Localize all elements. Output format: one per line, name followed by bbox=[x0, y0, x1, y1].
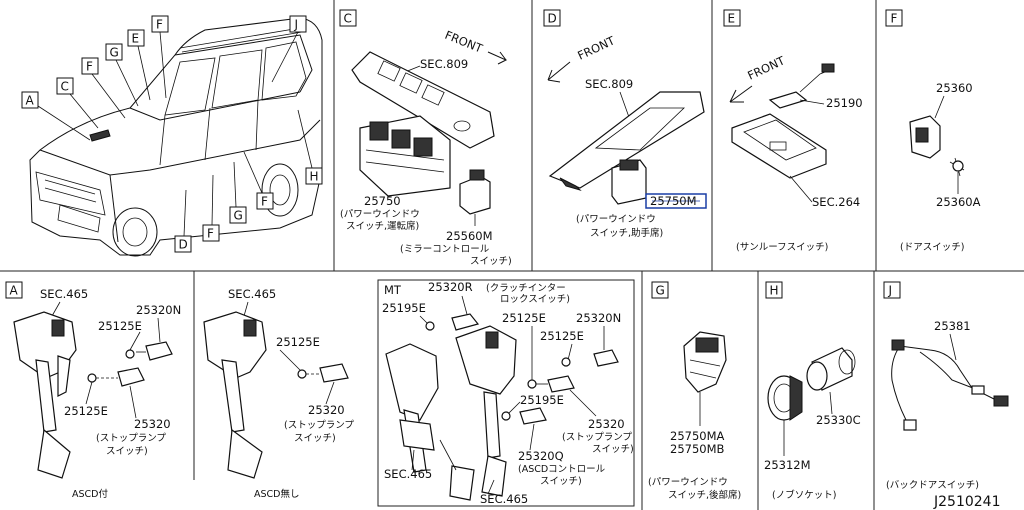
callout-h: H bbox=[310, 170, 319, 184]
part-a-mid-desc1: (ストップランプ bbox=[284, 420, 354, 431]
part-a-left-25125e-2: 25125E bbox=[64, 404, 108, 418]
panel-d: D FRONT SEC.809 25750M (パワーウインドウ スイッチ,助手… bbox=[543, 9, 707, 239]
panel-a-letter: A bbox=[10, 284, 19, 298]
panel-d-letter: D bbox=[548, 12, 557, 26]
part-25750m-desc2: スイッチ,助手席) bbox=[590, 227, 663, 239]
panel-e-letter: E bbox=[728, 12, 736, 26]
panel-e-front-label: FRONT bbox=[745, 53, 787, 83]
part-25750m: 25750M bbox=[650, 194, 697, 208]
part-25560m-desc2: スイッチ) bbox=[470, 256, 512, 267]
part-25560m-desc1: (ミラーコントロール bbox=[400, 244, 490, 255]
front-arrow-icon-d bbox=[547, 61, 571, 83]
part-mt-25320n: 25320N bbox=[576, 311, 621, 325]
panel-g-desc2: スイッチ,後部席) bbox=[668, 489, 741, 501]
panel-f: F 25360 25360A (ドアスイッチ) bbox=[885, 9, 981, 253]
panel-f-desc: (ドアスイッチ) bbox=[900, 242, 964, 253]
panel-g-letter: G bbox=[656, 284, 665, 298]
part-25750mb: 25750MB bbox=[670, 442, 725, 456]
part-25750ma: 25750MA bbox=[670, 429, 725, 443]
callout-f3: F bbox=[207, 227, 214, 241]
panel-a-left-caption: ASCD付 bbox=[72, 489, 108, 500]
panel-g-desc1: (パワーウインドウ bbox=[648, 477, 728, 488]
part-a-left-desc1: (ストップランプ bbox=[96, 433, 166, 444]
part-25360: 25360 bbox=[936, 81, 973, 95]
callout-c: C bbox=[61, 80, 69, 94]
part-25330c: 25330C bbox=[816, 413, 861, 427]
part-25312m: 25312M bbox=[764, 458, 811, 472]
callout-f4: F bbox=[261, 195, 268, 209]
part-mt-25320-desc1: (ストップランプ bbox=[562, 432, 632, 443]
part-a-mid-25125e: 25125E bbox=[276, 335, 320, 349]
callout-j: J bbox=[294, 18, 299, 32]
part-mt-25125e-2: 25125E bbox=[540, 329, 584, 343]
part-25560m: 25560M bbox=[446, 229, 493, 243]
part-mt-25125e-1: 25125E bbox=[502, 311, 546, 325]
vehicle-callouts: A C F G E F J H D F bbox=[21, 15, 323, 253]
callout-e: E bbox=[132, 32, 140, 46]
part-mt-25195e-1: 25195E bbox=[382, 301, 426, 315]
part-a-left-25320: 25320 bbox=[134, 417, 171, 431]
panel-a-left-sec: SEC.465 bbox=[40, 287, 88, 301]
panel-j-desc: (バックドアスイッチ) bbox=[886, 480, 979, 491]
panel-a-middle: SEC.465 25125E 25320 (ストップランプ スイッチ) ASCD… bbox=[203, 287, 354, 500]
part-a-mid-desc2: スイッチ) bbox=[294, 433, 336, 444]
vehicle-overview: A C F G E F J H D F bbox=[21, 15, 323, 257]
part-25320q-desc2: スイッチ) bbox=[540, 476, 582, 487]
mt-label: MT bbox=[384, 283, 402, 297]
panel-h: H 25330C 25312M (ノブソケット) bbox=[764, 281, 861, 501]
panel-g: G 25750MA 25750MB (パワーウインドウ スイッチ,後部席) bbox=[648, 281, 741, 501]
part-25360a: 25360A bbox=[936, 195, 981, 209]
panel-a-mid-caption: ASCD無し bbox=[254, 488, 299, 500]
part-25750-desc1: (パワーウインドウ bbox=[340, 209, 420, 220]
front-arrow-icon-e bbox=[729, 85, 753, 103]
callout-g: G bbox=[110, 46, 119, 60]
mt-sec-2: SEC.465 bbox=[480, 492, 528, 506]
callout-a: A bbox=[26, 94, 35, 108]
part-25750-desc2: スイッチ,運転席) bbox=[346, 220, 419, 232]
panel-a-mt: MT 25320R (クラッチインター ロックスイッチ) 25195E 2512… bbox=[382, 280, 634, 506]
part-25320r-desc1: (クラッチインター bbox=[486, 283, 566, 294]
panel-d-sec: SEC.809 bbox=[585, 77, 633, 91]
diagram-code: J2510241 bbox=[933, 494, 1000, 510]
part-25750m-desc1: (パワーウインドウ bbox=[576, 214, 656, 225]
callout-g2: G bbox=[234, 209, 243, 223]
panel-j: J 25381 (バックドアスイッチ) bbox=[883, 281, 1009, 491]
panel-a-mid-sec: SEC.465 bbox=[228, 287, 276, 301]
part-a-left-25125e-1: 25125E bbox=[98, 319, 142, 333]
panel-e-desc: (サンルーフスイッチ) bbox=[736, 242, 828, 253]
part-25750: 25750 bbox=[364, 194, 401, 208]
panel-h-desc: (ノブソケット) bbox=[772, 489, 836, 501]
panel-c-letter: C bbox=[344, 12, 352, 26]
part-25320q-desc1: (ASCDコントロール bbox=[518, 464, 606, 475]
panel-f-letter: F bbox=[891, 12, 898, 26]
panel-h-letter: H bbox=[770, 284, 779, 298]
part-a-left-desc2: スイッチ) bbox=[106, 446, 148, 457]
panel-e: E FRONT 25190 SEC.264 (サンルーフスイッチ) bbox=[723, 9, 863, 253]
part-a-left-25320n: 25320N bbox=[136, 303, 181, 317]
part-mt-25195e-2: 25195E bbox=[520, 393, 564, 407]
part-25320q: 25320Q bbox=[518, 449, 564, 463]
mt-sec-1: SEC.465 bbox=[384, 467, 432, 481]
panel-c: C FRONT SEC.809 25750 (パワーウインドウ スイッチ,運転席… bbox=[339, 9, 512, 267]
callout-f2: F bbox=[156, 18, 163, 32]
part-25320r: 25320R bbox=[428, 280, 473, 294]
panel-d-front-label: FRONT bbox=[575, 33, 617, 63]
part-25381: 25381 bbox=[934, 319, 971, 333]
part-mt-25320-desc2: スイッチ) bbox=[592, 444, 634, 455]
part-25320r-desc2: ロックスイッチ) bbox=[500, 294, 570, 305]
part-mt-25320: 25320 bbox=[588, 417, 625, 431]
panel-a-left: A SEC.465 25125E 25320N 25125E 25320 (スト… bbox=[5, 281, 181, 500]
front-arrow-icon bbox=[487, 51, 508, 65]
part-a-mid-25320: 25320 bbox=[308, 403, 345, 417]
callout-f: F bbox=[86, 60, 93, 74]
panel-c-sec: SEC.809 bbox=[420, 57, 468, 71]
panel-j-letter: J bbox=[888, 284, 893, 298]
callout-d: D bbox=[179, 238, 188, 252]
part-25190: 25190 bbox=[826, 96, 863, 110]
panel-c-front-label: FRONT bbox=[443, 28, 486, 56]
panel-e-sec: SEC.264 bbox=[812, 195, 860, 209]
